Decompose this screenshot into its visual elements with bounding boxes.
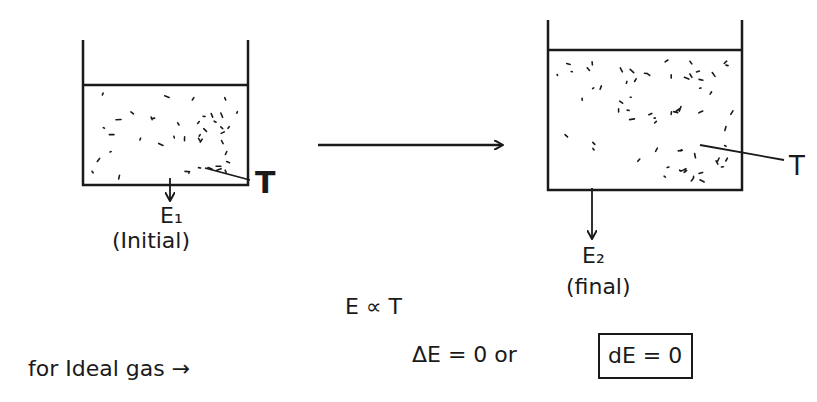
gas-molecules [92, 93, 237, 179]
energy-label: E₂ [582, 243, 605, 268]
temperature-label: T [255, 166, 275, 201]
equation-text: ΔE = 0 or [412, 342, 517, 367]
state-label: (Initial) [112, 228, 190, 253]
initial-gas-surface [83, 84, 248, 87]
final-container [548, 20, 742, 190]
leader-arrow [169, 178, 171, 200]
note-text: for Ideal gas → [28, 356, 190, 381]
leader-line [700, 145, 784, 160]
energy-label: E₁ [160, 203, 183, 228]
temperature-label: T [789, 152, 805, 182]
gas-molecules [557, 60, 733, 182]
final-gas-surface [548, 49, 742, 52]
equation-text: dE = 0 [608, 343, 682, 368]
equation-text: E ∝ T [345, 294, 402, 319]
initial-container [83, 40, 248, 185]
state-label: (final) [566, 274, 631, 299]
process-arrow [318, 144, 502, 147]
result-box: dE = 0 [598, 333, 693, 379]
leader-arrow [591, 188, 593, 238]
